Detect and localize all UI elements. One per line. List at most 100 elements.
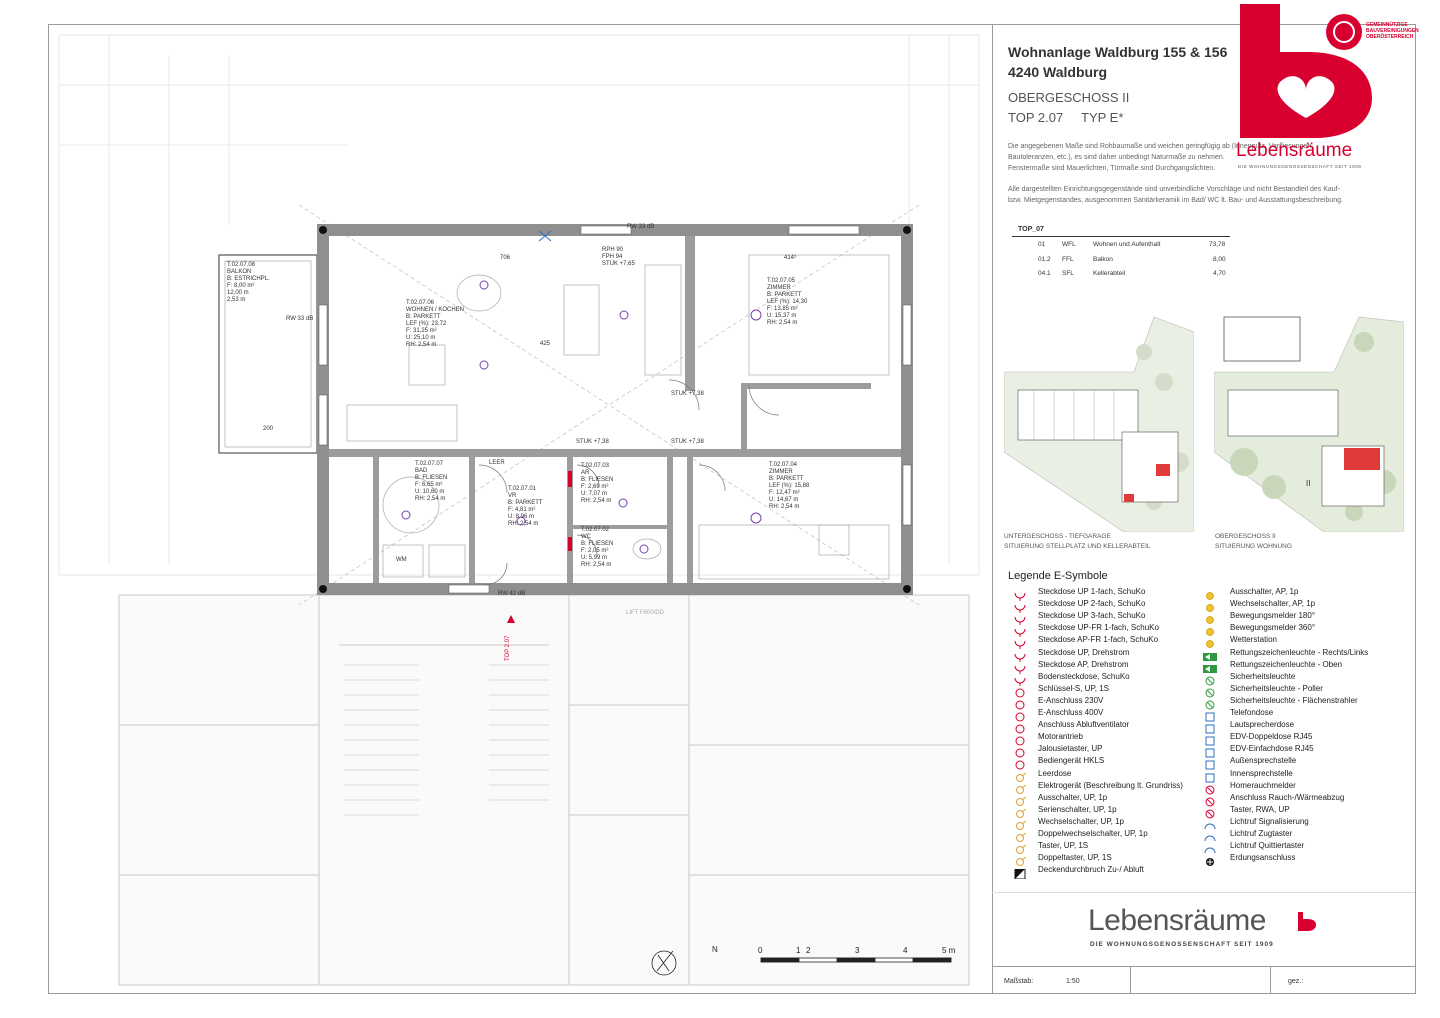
- legend-item-left: Leerdose: [1038, 768, 1072, 778]
- gbv-tag: GEMEINNÜTZIGE BAUVEREINIGUNGEN OBERÖSTER…: [1366, 22, 1419, 40]
- dim-200: 200: [263, 426, 274, 432]
- legend-item-right: Taster, RWA, UP: [1230, 804, 1290, 814]
- legend-symbol-icon: [1203, 612, 1217, 625]
- legend-item-right: Außensprechstelle: [1230, 756, 1297, 766]
- project-title: Wohnanlage Waldburg 155 & 156: [1008, 44, 1228, 60]
- legend-symbol-icon: [1203, 636, 1217, 649]
- signed-label: gez.:: [1288, 978, 1304, 985]
- stuk-label-top: STUK +7,65: [602, 261, 635, 267]
- legend-symbol-icon: [1013, 649, 1027, 662]
- legend-symbol-icon: [1013, 709, 1027, 722]
- dim-425: 425: [540, 341, 551, 347]
- legend-item-left: Elektrogerät (Beschreibung lt. Grundriss…: [1038, 780, 1183, 790]
- legend-item-right: Rettungszeichenleuchte - Rechts/Links: [1230, 647, 1369, 657]
- lift-label: LIFT F800/DD: [626, 610, 664, 616]
- legend-item-left: Ausschalter, UP, 1p: [1038, 792, 1108, 802]
- top-marker-label: TOP 2.07: [505, 635, 511, 661]
- legend-item-left: Steckdose UP, Drehstrom: [1038, 647, 1130, 657]
- area-table-title: TOP_07: [1018, 226, 1044, 233]
- stuk-label-2: STUK +7,38: [576, 439, 609, 445]
- rw-label-entry: RW 42 dB: [498, 591, 526, 597]
- legend-symbol-icon: [1013, 673, 1027, 686]
- drawing-frame: [48, 24, 1416, 994]
- legend-symbol-icon: [1013, 782, 1027, 794]
- info-panel: [992, 25, 1415, 993]
- legend-symbol-icon: [1203, 770, 1217, 782]
- legend-symbol-icon: [1013, 600, 1027, 614]
- area-row-1-no: 01: [1038, 241, 1046, 248]
- site-plan-basement: [1004, 316, 1194, 532]
- legend-item-right: Sicherheitsleuchte - Flächenstrahler: [1230, 695, 1358, 705]
- scale-label: Maßstab:: [1004, 978, 1034, 985]
- site-plan-floor: [1214, 316, 1404, 532]
- note-line-2: Bautoleranzen, etc.), es sind daher unbe…: [1008, 154, 1225, 161]
- legend-item-right: Bewegungsmelder 180°: [1230, 611, 1316, 621]
- rw-label-balkon: RW 33 dB: [286, 316, 314, 322]
- legend-item-left: Bediengerät HKLS: [1038, 756, 1105, 766]
- legend-item-right: Erdungsanschluss: [1230, 853, 1296, 863]
- area-row-2-value: 8,00: [1213, 256, 1226, 263]
- legend-symbol-icon: [1203, 588, 1217, 600]
- area-row-3-no: 04.1: [1038, 270, 1051, 277]
- scale-label-2: 2: [806, 946, 811, 955]
- legend-symbol-icon: [1013, 661, 1027, 674]
- legend-symbol-icon: [1013, 624, 1027, 638]
- legend-symbol-icon: [1013, 697, 1027, 710]
- legend-symbol-icon: [1013, 794, 1027, 806]
- legend-symbol-icon: [1013, 806, 1027, 818]
- site-marker-floor: II: [1306, 479, 1311, 488]
- floor-label: OBERGESCHOSS II: [1008, 90, 1130, 105]
- area-row-2-name: Balkon: [1093, 256, 1113, 263]
- area-row-1-value: 73,78: [1209, 241, 1226, 248]
- scale-value: 1:50: [1066, 978, 1080, 985]
- legend-item-left: E-Anschluss 400V: [1038, 708, 1104, 717]
- footer-wordmark: Lebensräume: [1088, 904, 1266, 937]
- scale-label-4: 4: [903, 946, 908, 955]
- legend-item-left: Steckdose UP 2-fach, SchuKo: [1038, 599, 1146, 609]
- stuk-label-1: STUK +7,38: [671, 391, 704, 397]
- scale-label-1: 1: [796, 946, 801, 955]
- legend-item-left: Serienschalter, UP, 1p: [1038, 804, 1117, 814]
- legend-item-right: Rettungszeichenleuchte - Oben: [1230, 659, 1343, 669]
- legend-item-right: EDV-Einfachdose RJ45: [1230, 744, 1314, 754]
- area-row-2-code: FFL: [1062, 256, 1074, 263]
- rph-label: RPH 90: [602, 247, 624, 253]
- legend-item-left: Motorantrieb: [1038, 732, 1083, 742]
- legend-item-left: Steckdose AP, Drehstrom: [1038, 659, 1129, 669]
- legend-symbol-icon: [1013, 854, 1027, 867]
- footer-logo-icon: [1298, 912, 1316, 931]
- legend-item-right: EDV-Doppeldose RJ45: [1230, 732, 1313, 742]
- legend-symbol-icon: [1203, 721, 1217, 734]
- leer-label: LEER: [489, 460, 505, 466]
- legend-symbol-icon: [1013, 757, 1027, 770]
- legend-item-left: Bodensteckdose, SchuKo: [1038, 671, 1130, 681]
- legend-symbol-icon: [1203, 745, 1217, 758]
- scale-label-5: 5 m: [942, 946, 956, 955]
- scale-label-0: 0: [758, 946, 763, 955]
- footer-tagline: DIE WOHNUNGSGENOSSENSCHAFT SEIT 1909: [1090, 941, 1274, 948]
- legend-symbol-icon: [1013, 842, 1027, 855]
- area-row-3-name: Kellerabteil: [1093, 270, 1126, 277]
- note-line-3: Fenstermaße sind Mauerlichten, Türmaße s…: [1008, 165, 1216, 172]
- legend-item-left: Steckdose AP-FR 1-fach, SchuKo: [1038, 635, 1159, 645]
- note-line-4: Alle dargestellten Einrichtungsgegenstän…: [1008, 186, 1340, 193]
- legend-item-left: Doppeltaster, UP, 1S: [1038, 853, 1112, 863]
- legend-symbol-icon: [1203, 673, 1217, 686]
- legend-symbol-icon: [1203, 806, 1217, 819]
- fph-label: FPH 94: [602, 254, 623, 260]
- legend-symbol-icon: [1203, 697, 1217, 710]
- legend-item-left: Doppelwechselschalter, UP, 1p: [1038, 829, 1148, 838]
- lebensraeume-logo-icon: [1240, 4, 1372, 138]
- legend-item-right: Wetterstation: [1230, 635, 1277, 645]
- typ-label: TYP E*: [1081, 110, 1124, 125]
- area-table-rule: [1012, 236, 1230, 237]
